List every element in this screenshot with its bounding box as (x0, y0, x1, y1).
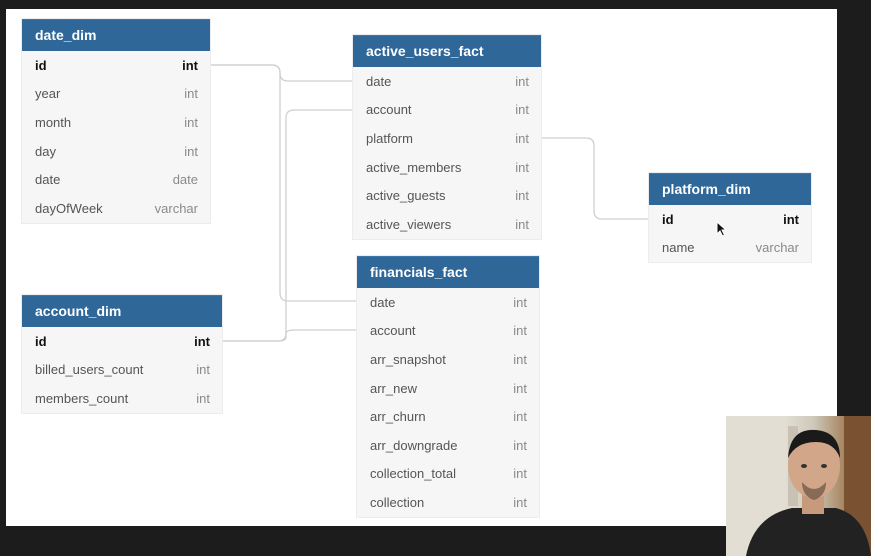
column-type: int (182, 57, 198, 73)
column-type: int (515, 73, 529, 89)
table-column[interactable]: dayOfWeek varchar (22, 194, 210, 223)
column-name: year (35, 86, 61, 102)
table-header[interactable]: active_users_fact (353, 35, 541, 67)
column-name: collection (370, 494, 425, 510)
table-date_dim[interactable]: date_dim id int year int month int day int d… (22, 19, 210, 223)
column-type: int (513, 380, 527, 396)
column-type: int (515, 216, 529, 232)
table-column[interactable]: id int (22, 51, 210, 80)
table-column[interactable]: day int (22, 137, 210, 166)
column-type: int (783, 211, 799, 227)
column-type: varchar (755, 240, 799, 256)
column-type: int (513, 323, 527, 339)
column-type: int (196, 362, 210, 378)
table-column[interactable]: active_viewers int (353, 210, 541, 239)
table-column[interactable]: year int (22, 80, 210, 109)
table-column[interactable]: arr_snapshot int (357, 345, 539, 374)
table-column[interactable]: collection_total int (357, 460, 539, 489)
table-column[interactable]: members_count int (22, 384, 222, 413)
column-name: id (35, 57, 47, 73)
table-header[interactable]: date_dim (22, 19, 210, 51)
column-name: id (35, 333, 47, 349)
relationship-lines (210, 64, 648, 342)
table-header[interactable]: platform_dim (649, 173, 811, 205)
column-name: arr_new (370, 380, 417, 396)
column-type: int (515, 159, 529, 175)
column-name: account (366, 102, 412, 118)
table-column[interactable]: arr_new int (357, 374, 539, 403)
table-column[interactable]: id int (22, 327, 222, 356)
column-name: billed_users_count (35, 362, 144, 378)
column-type: int (513, 437, 527, 453)
table-column[interactable]: arr_downgrade int (357, 431, 539, 460)
column-type: int (513, 466, 527, 482)
column-name: arr_churn (370, 409, 426, 425)
column-name: platform (366, 130, 413, 146)
column-name: id (662, 211, 674, 227)
column-name: active_guests (366, 188, 446, 204)
table-column[interactable]: arr_churn int (357, 402, 539, 431)
table-column[interactable]: month int (22, 108, 210, 137)
column-name: date (366, 73, 392, 89)
column-name: active_members (366, 159, 462, 175)
column-name: account (370, 323, 416, 339)
table-column[interactable]: date date (22, 165, 210, 194)
table-column[interactable]: name varchar (649, 234, 811, 263)
table-column[interactable]: date int (353, 67, 541, 96)
table-column[interactable]: id int (649, 205, 811, 234)
table-column[interactable]: platform int (353, 124, 541, 153)
table-active_users_fact[interactable]: active_users_fact date int account int pla… (353, 35, 541, 239)
column-name: dayOfWeek (35, 200, 103, 216)
column-type: int (196, 390, 210, 406)
presenter-video-image (726, 416, 871, 556)
column-type: int (513, 409, 527, 425)
column-name: arr_snapshot (370, 351, 446, 367)
column-type: int (184, 143, 198, 159)
table-column[interactable]: active_members int (353, 153, 541, 182)
column-type: int (515, 130, 529, 146)
column-name: name (662, 240, 695, 256)
table-column[interactable]: date int (357, 288, 539, 317)
table-column[interactable]: active_guests int (353, 181, 541, 210)
table-platform_dim[interactable]: platform_dim id int name varchar (649, 173, 811, 263)
column-type: int (194, 333, 210, 349)
table-header[interactable]: account_dim (22, 295, 222, 327)
table-column[interactable]: collection int (357, 488, 539, 517)
column-name: collection_total (370, 466, 456, 482)
column-name: members_count (35, 390, 129, 406)
relationship-line (210, 64, 357, 302)
column-type: int (513, 351, 527, 367)
relationship-line (222, 329, 357, 342)
column-name: date (370, 294, 396, 310)
column-name: date (35, 172, 61, 188)
table-column[interactable]: account int (353, 96, 541, 125)
relationship-line (210, 64, 353, 82)
mouse-cursor-icon (716, 221, 728, 237)
column-name: day (35, 143, 56, 159)
diagram-canvas: date_dim id int year int month int day int d… (6, 9, 837, 526)
column-type: int (515, 188, 529, 204)
table-financials_fact[interactable]: financials_fact date int account int arr_s… (357, 256, 539, 517)
relationship-line (222, 109, 353, 342)
webcam-overlay (726, 416, 871, 556)
table-header[interactable]: financials_fact (357, 256, 539, 288)
column-type: int (515, 102, 529, 118)
column-name: month (35, 114, 72, 130)
table-column[interactable]: billed_users_count int (22, 356, 222, 385)
column-type: date (172, 172, 198, 188)
table-column[interactable]: account int (357, 317, 539, 346)
column-name: active_viewers (366, 216, 452, 232)
column-type: int (513, 494, 527, 510)
column-type: int (513, 294, 527, 310)
column-type: varchar (154, 200, 198, 216)
column-type: int (184, 114, 198, 130)
relationship-line (541, 137, 648, 220)
column-type: int (184, 86, 198, 102)
column-name: arr_downgrade (370, 437, 458, 453)
